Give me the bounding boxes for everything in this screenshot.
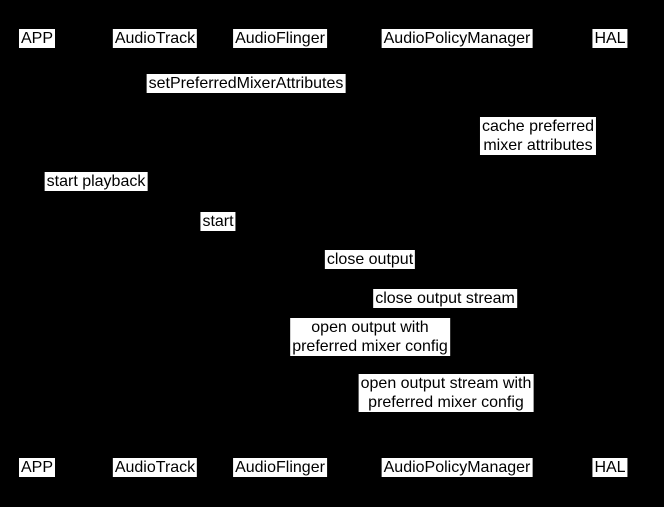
participant-top-hal: HAL <box>592 29 628 48</box>
participant-bottom-audiopolicymanager: AudioPolicyManager <box>381 458 533 477</box>
message-cache-preferred-mixer-attributes: cache preferred mixer attributes <box>479 117 597 155</box>
message-start-playback: start playback <box>44 172 148 191</box>
message-open-output-stream-with-preferred-mixer-config: open output stream with preferred mixer … <box>358 374 534 412</box>
participant-bottom-audiotrack: AudioTrack <box>112 458 198 477</box>
participant-top-app: APP <box>18 29 56 48</box>
participant-bottom-app: APP <box>18 458 56 477</box>
participant-bottom-hal: HAL <box>592 458 628 477</box>
message-close-output: close output <box>324 250 416 269</box>
participant-top-audiotrack: AudioTrack <box>112 29 198 48</box>
participant-top-audiopolicymanager: AudioPolicyManager <box>381 29 533 48</box>
participant-bottom-audioflinger: AudioFlinger <box>233 458 327 477</box>
participant-top-audioflinger: AudioFlinger <box>233 29 327 48</box>
message-open-output-with-preferred-mixer-config: open output with preferred mixer config <box>290 318 450 356</box>
message-close-output-stream: close output stream <box>373 289 517 308</box>
message-set-preferred-mixer-attributes: setPreferredMixerAttributes <box>146 74 346 93</box>
message-start: start <box>200 212 236 231</box>
